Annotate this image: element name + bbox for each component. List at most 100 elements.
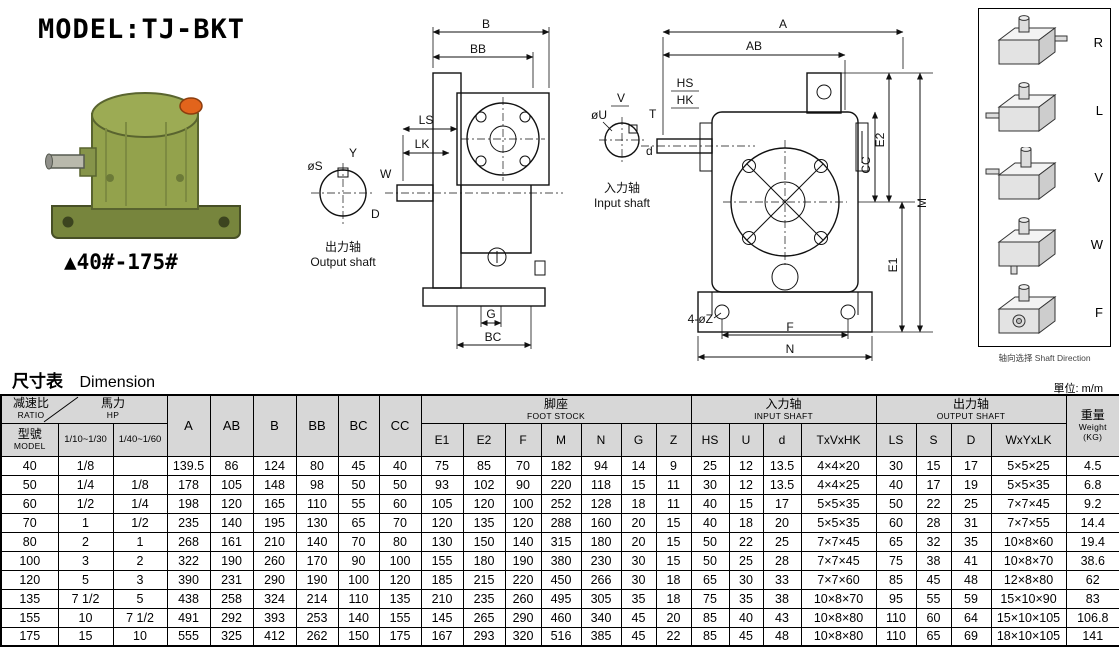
- dimension-cell: 10: [112, 626, 168, 647]
- front-view-drawing: A AB HS HK: [641, 17, 933, 361]
- dimension-cell: 4.5: [1065, 455, 1119, 476]
- dimension-cell: 120: [378, 569, 422, 590]
- dimension-cell: 15: [655, 550, 692, 571]
- dimension-cell: 450: [540, 569, 582, 590]
- shaft-direction-option: L: [979, 76, 1110, 143]
- dim-label-d: D: [371, 207, 380, 221]
- dimension-cell: 4×4×20: [800, 455, 877, 476]
- col-header-hp-range-1: 1/10~1/30: [57, 422, 114, 457]
- dimension-cell: 93: [420, 474, 464, 495]
- dimension-cell: 265: [462, 607, 506, 628]
- dimension-cell: 495: [540, 588, 582, 609]
- dimension-cell: 130: [420, 531, 464, 552]
- col-header-ab: AB: [209, 394, 254, 457]
- col-header-bb: BB: [295, 394, 339, 457]
- dimension-cell: 48: [950, 569, 992, 590]
- dimension-cell: 266: [580, 569, 622, 590]
- gearbox-orientation-icon-v: [985, 146, 1057, 200]
- dimension-cell: 288: [540, 512, 582, 533]
- shaft-direction-label: V: [1094, 170, 1103, 186]
- dimension-cell: 320: [504, 626, 542, 647]
- dimension-cell: 6.8: [1065, 474, 1119, 495]
- dimension-cell: 64: [950, 607, 992, 628]
- dimension-cell: 70: [0, 512, 59, 533]
- dim-label-bb: BB: [470, 42, 486, 56]
- dimension-cell: 11: [655, 493, 692, 514]
- dimension-cell: 231: [209, 569, 254, 590]
- dimension-cell: 11: [655, 474, 692, 495]
- dimension-cell: 65: [875, 531, 917, 552]
- dimension-cell: 2: [57, 531, 114, 552]
- dimension-cell: 18×10×105: [990, 626, 1067, 647]
- dim-label-g: G: [486, 307, 495, 321]
- dimension-cell: 390: [166, 569, 211, 590]
- dimension-cell: 48: [762, 626, 802, 647]
- dimension-cell: 150: [337, 626, 380, 647]
- group-header-foot-stock: 脚座 FOOT STOCK: [420, 394, 692, 424]
- dimension-cell: 3: [57, 550, 114, 571]
- dimension-section-title: 尺寸表 Dimension: [12, 367, 155, 392]
- dimension-cell: 80: [295, 455, 339, 476]
- dimension-cell: 50: [337, 474, 380, 495]
- dimension-cell: 315: [540, 531, 582, 552]
- dimension-cell: 35: [950, 531, 992, 552]
- dim-label-hk: HK: [677, 93, 694, 107]
- col-header-e1: E1: [420, 422, 464, 457]
- dimension-cell: 90: [504, 474, 542, 495]
- dimension-cell: 325: [209, 626, 254, 647]
- col-header-u: U: [728, 422, 764, 457]
- dimension-cell: 75: [690, 588, 730, 609]
- dimension-cell: 262: [295, 626, 339, 647]
- dimension-cell: 141: [1065, 626, 1119, 647]
- col-header-model: 型號 MODEL: [0, 422, 59, 457]
- dimension-cell: 45: [337, 455, 380, 476]
- dimension-cell: 15: [728, 493, 764, 514]
- dim-label-e2: E2: [873, 132, 887, 147]
- dimension-cell: 18: [655, 569, 692, 590]
- dimension-cell: 135: [378, 588, 422, 609]
- dimension-cell: 5: [57, 569, 114, 590]
- dimension-cell: 40: [875, 474, 917, 495]
- dimension-cell: 110: [295, 493, 339, 514]
- dimension-cell: 40: [378, 455, 422, 476]
- output-shaft-label-en: Output shaft: [310, 255, 376, 269]
- dimension-cell: 83: [1065, 588, 1119, 609]
- dim-label-ls: LS: [419, 113, 434, 127]
- dimension-drawing-svg: B BB LS: [307, 17, 933, 361]
- col-header-weight: 重量 Weight (KG): [1065, 394, 1119, 457]
- dimension-cell: 7×7×45: [800, 531, 877, 552]
- col-header-b: B: [252, 394, 297, 457]
- dimension-cell: 50: [690, 550, 730, 571]
- dimension-cell: 19: [950, 474, 992, 495]
- dimension-cell: 140: [209, 512, 254, 533]
- dimension-cell: 140: [295, 531, 339, 552]
- shaft-direction-label: L: [1095, 102, 1103, 118]
- dimension-cell: 95: [875, 588, 917, 609]
- dimension-cell: 12: [728, 455, 764, 476]
- dimension-cell: 5×5×25: [990, 455, 1067, 476]
- dimension-cell: 105: [420, 493, 464, 514]
- dimension-cell: 252: [540, 493, 582, 514]
- dimension-cell: 38: [762, 588, 802, 609]
- dimension-cell: 15: [655, 512, 692, 533]
- col-header-g: G: [620, 422, 657, 457]
- dimension-cell: 1/2: [112, 512, 168, 533]
- dimension-cell: 260: [252, 550, 297, 571]
- dimension-cell: 340: [580, 607, 622, 628]
- dimension-cell: 28: [915, 512, 952, 533]
- dim-label-s: øS: [307, 159, 322, 173]
- dimension-cell: 45: [915, 569, 952, 590]
- dimension-cell: 13.5: [762, 474, 802, 495]
- dimension-cell: 438: [166, 588, 211, 609]
- unit-label: 單位: m/m: [1053, 383, 1104, 395]
- dimension-cell: 17: [950, 455, 992, 476]
- col-header-d-output: D: [950, 422, 992, 457]
- section-title-en: Dimension: [79, 374, 156, 391]
- dimension-cell: 60: [0, 493, 59, 514]
- dimension-cell: 35: [728, 588, 764, 609]
